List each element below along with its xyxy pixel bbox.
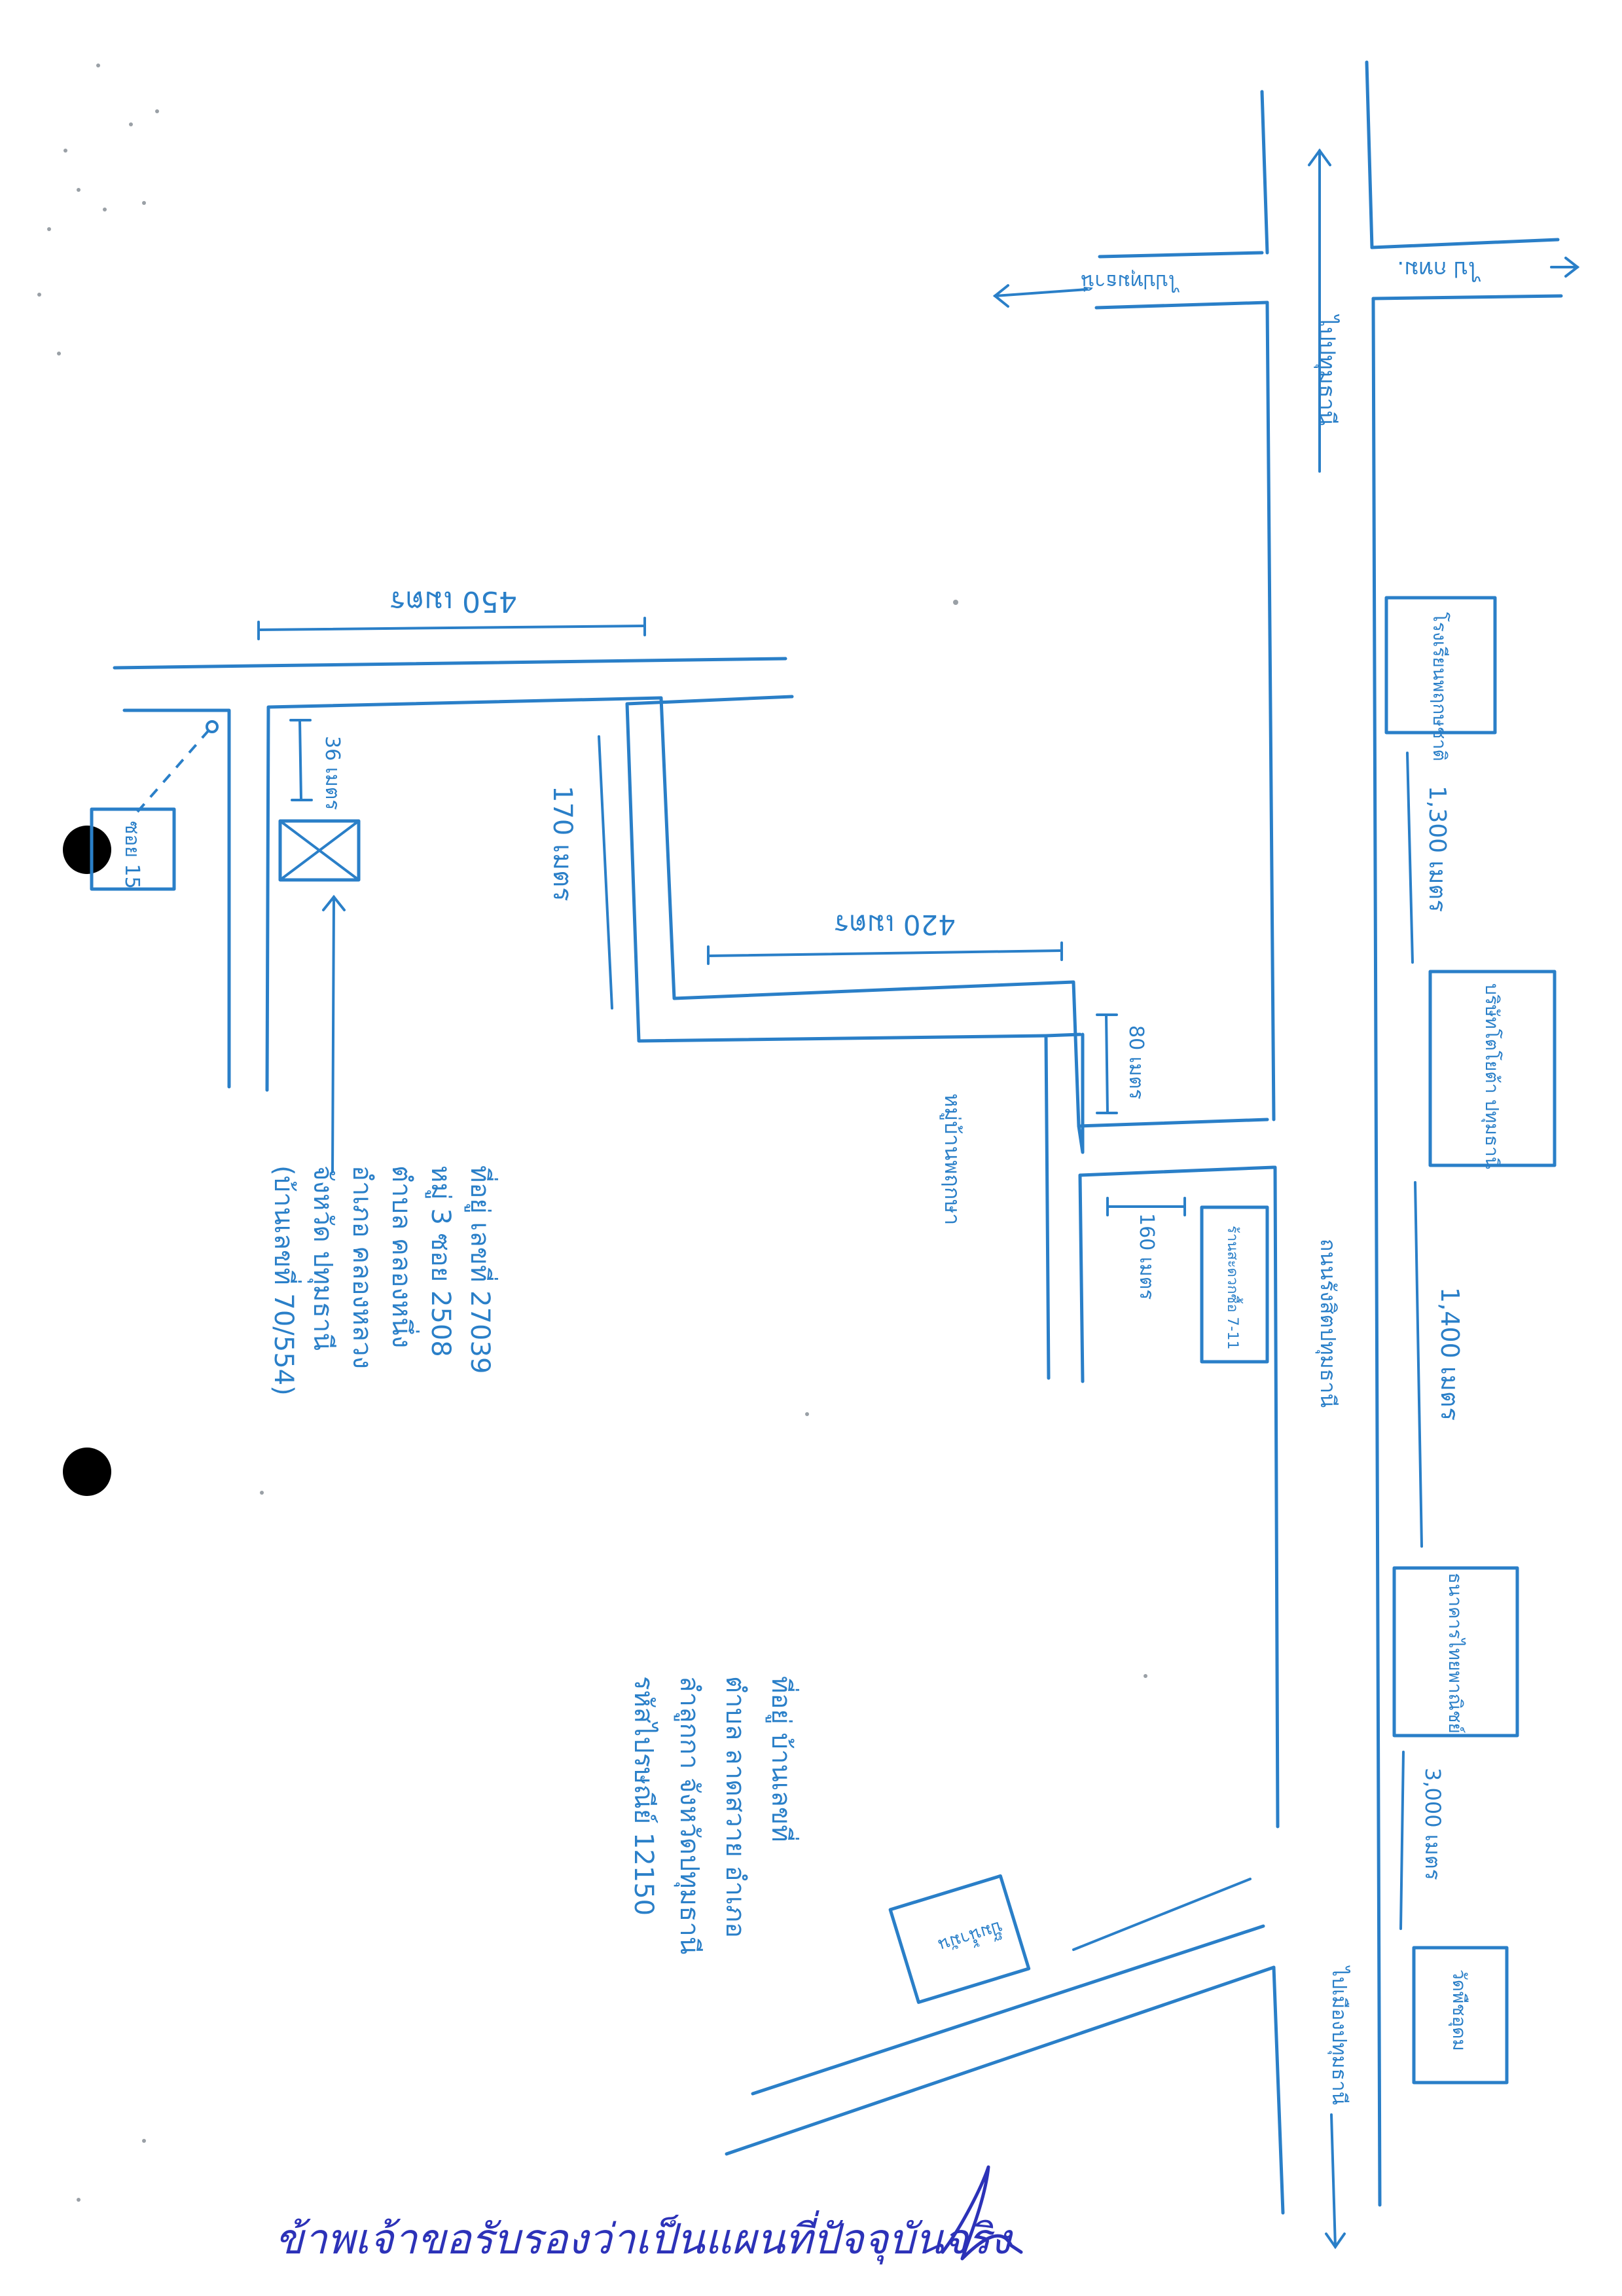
dist-450-label: 450 เมตร: [390, 585, 517, 618]
dist-160-label: 160 เมตร: [1135, 1213, 1158, 1300]
landmark-7-11: ร้านสะดวกซื้อ 7-11: [1200, 1205, 1269, 1364]
contact-line-1: ที่อยู่ บ้านเลขที่: [766, 1676, 799, 1842]
dim-420: 420 เมตร: [707, 909, 1063, 965]
contact-line-3: ลำลูกกา จังหวัดปทุมธานี: [674, 1676, 704, 1954]
distance-1300: 1,300 เมตร: [1406, 752, 1451, 964]
toyota-label: บริษัทโตโยต้า ปทุมธานี: [1481, 983, 1503, 1169]
to-pathum-south-label: ไปเมืองปทุมธานี: [1327, 1965, 1351, 2105]
dim-80: 80 เมตร: [1096, 1013, 1147, 1114]
to-bangkok-label: ไป กทม.: [1397, 256, 1481, 282]
address-line-3: ตำบล คลองหนึ่ง: [386, 1165, 420, 1348]
landmark-temple: วัดพืชอุดม: [1412, 1946, 1509, 2085]
bank-label: ธนาคารไทยพาณิชย์: [1445, 1573, 1466, 1734]
arrows-top: [992, 148, 1580, 473]
dist-1400-label: 1,400 เมตร: [1435, 1287, 1464, 1421]
village-label: หมู่บ้านพฤกษา: [939, 1093, 965, 1225]
distance-1400: 1,400 เมตร: [1414, 1181, 1464, 1548]
soi-15-label: ซอย 15: [120, 821, 143, 889]
main-road-label: ถนนรังสิตปทุมธานี: [1315, 1239, 1341, 1408]
address-line-2: หมู่ 3 ซอย 2508: [425, 1165, 456, 1357]
dim-36: 36 เมตร: [289, 719, 344, 810]
seven-eleven-label: ร้านสะดวกซื้อ 7-11: [1224, 1226, 1243, 1349]
soi-roads: [113, 657, 1276, 1383]
address-line-1: ที่อยู่ เลขที่ 27039: [465, 1165, 498, 1374]
diagonal-road: [725, 1878, 1276, 2156]
soi-15-marker: ซอย 15: [90, 720, 219, 891]
to-pathum-north-label: ไปปทุมธานี: [1314, 314, 1340, 426]
dist-1300-label: 1,300 เมตร: [1424, 786, 1451, 912]
certification: ข้าพเจ้าขอรับรองว่าเป็นแผนที่ปัจจุบันจริ…: [275, 2165, 1023, 2265]
punch-hole-bottom: [63, 1448, 111, 1496]
address-note: ที่อยู่ เลขที่ 27039 หมู่ 3 ซอย 2508 ตำบ…: [268, 1165, 498, 1396]
contact-line-2: ตำบล ลาดสวาย อำเภอ: [720, 1676, 750, 1938]
dist-420-label: 420 เมตร: [835, 909, 956, 941]
to-pathum-west-label: ไปปทุมธานี: [1081, 269, 1180, 293]
dist-3000-label: 3,000 เมตร: [1420, 1768, 1445, 1880]
main-road: [1260, 60, 1382, 2215]
house-marker: [278, 819, 361, 1173]
paper-specks: [37, 64, 1147, 2202]
gas-station-label: ปั๊มน้ำมัน: [936, 1917, 1006, 1958]
address-line-5: จังหวัด ปทุมธานี: [307, 1165, 338, 1351]
landmark-gas-station: ปั๊มน้ำมัน: [888, 1874, 1031, 2004]
dim-170: 170 เมตร: [547, 735, 613, 1010]
contact-line-4: รหัสไปรษณีย์ 12150: [628, 1676, 658, 1916]
dist-36-label: 36 เมตร: [321, 736, 344, 810]
landmark-school: โรงเรียนพฤกษชาติ: [1384, 596, 1497, 761]
landmark-bank: ธนาคารไทยพาณิชย์: [1392, 1566, 1519, 1738]
address-line-6: (บ้านเลขที่ 70/554): [268, 1165, 302, 1396]
temple-label: วัดพืชอุดม: [1448, 1969, 1470, 2051]
dim-160: 160 เมตร: [1106, 1197, 1186, 1300]
dist-170-label: 170 เมตร: [547, 786, 577, 902]
distance-3000: 3,000 เมตร: [1399, 1751, 1445, 1930]
signature-mark: [941, 2165, 1023, 2261]
school-label: โรงเรียนพฤกษชาติ: [1429, 612, 1451, 761]
dim-450: 450 เมตร: [257, 585, 646, 640]
dist-80-label: 80 เมตร: [1125, 1025, 1147, 1099]
landmark-toyota: บริษัทโตโยต้า ปทุมธานี: [1428, 970, 1557, 1169]
address-line-4: อำเภอ คลองหลวง: [347, 1165, 377, 1369]
punch-hole-top: [63, 826, 111, 874]
certification-text: ข้าพเจ้าขอรับรองว่าเป็นแผนที่ปัจจุบันจริ…: [275, 2210, 1013, 2265]
arrow-bottom: [1325, 2113, 1346, 2250]
contact-note: ที่อยู่ บ้านเลขที่ ตำบล ลาดสวาย อำเภอ ลำ…: [628, 1676, 799, 1954]
top-cross-road: [1094, 238, 1563, 310]
